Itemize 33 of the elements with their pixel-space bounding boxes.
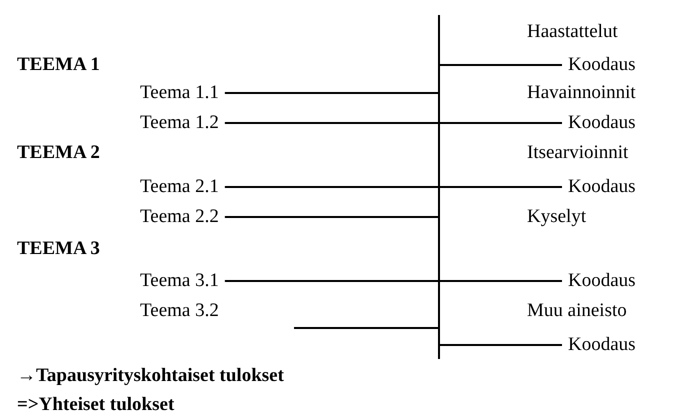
theme-label: Teema 3.1	[140, 269, 294, 293]
heading-label: →Tapausyrityskohtaiset tulokset	[17, 364, 284, 388]
connector-line	[224, 92, 438, 94]
source-label: Itsearvioinnit	[527, 141, 628, 165]
connector-line	[224, 122, 438, 124]
theme-label: Teema 1.1	[140, 81, 294, 105]
connector-line	[440, 122, 562, 124]
vertical-line	[438, 15, 440, 359]
coding-label: Koodaus	[552, 333, 677, 357]
connector-line	[440, 344, 562, 346]
heading-label: =>Yhteiset tulokset	[17, 393, 174, 417]
heading-label: TEEMA 2	[17, 141, 100, 165]
connector-line	[440, 64, 562, 66]
coding-label: Koodaus	[552, 111, 677, 135]
connector-line	[294, 327, 438, 329]
heading-label: TEEMA 3	[17, 237, 100, 261]
coding-label: Koodaus	[552, 53, 677, 77]
source-label: Haastattelut	[527, 20, 618, 44]
source-label: Muu aineisto	[527, 299, 627, 323]
heading-label: TEEMA 1	[17, 53, 100, 77]
theme-label: Teema 1.2	[140, 111, 294, 135]
theme-label: Teema 2.1	[140, 175, 294, 199]
connector-line	[440, 186, 562, 188]
connector-line	[224, 216, 438, 218]
coding-label: Koodaus	[552, 175, 677, 199]
theme-label: Teema 3.2	[140, 299, 294, 323]
connector-line	[224, 186, 438, 188]
coding-label: Koodaus	[552, 269, 677, 293]
source-label: Havainnoinnit	[527, 81, 636, 105]
connector-line	[440, 280, 562, 282]
connector-line	[224, 280, 438, 282]
theme-label: Teema 2.2	[140, 205, 294, 229]
source-label: Kyselyt	[527, 205, 586, 229]
